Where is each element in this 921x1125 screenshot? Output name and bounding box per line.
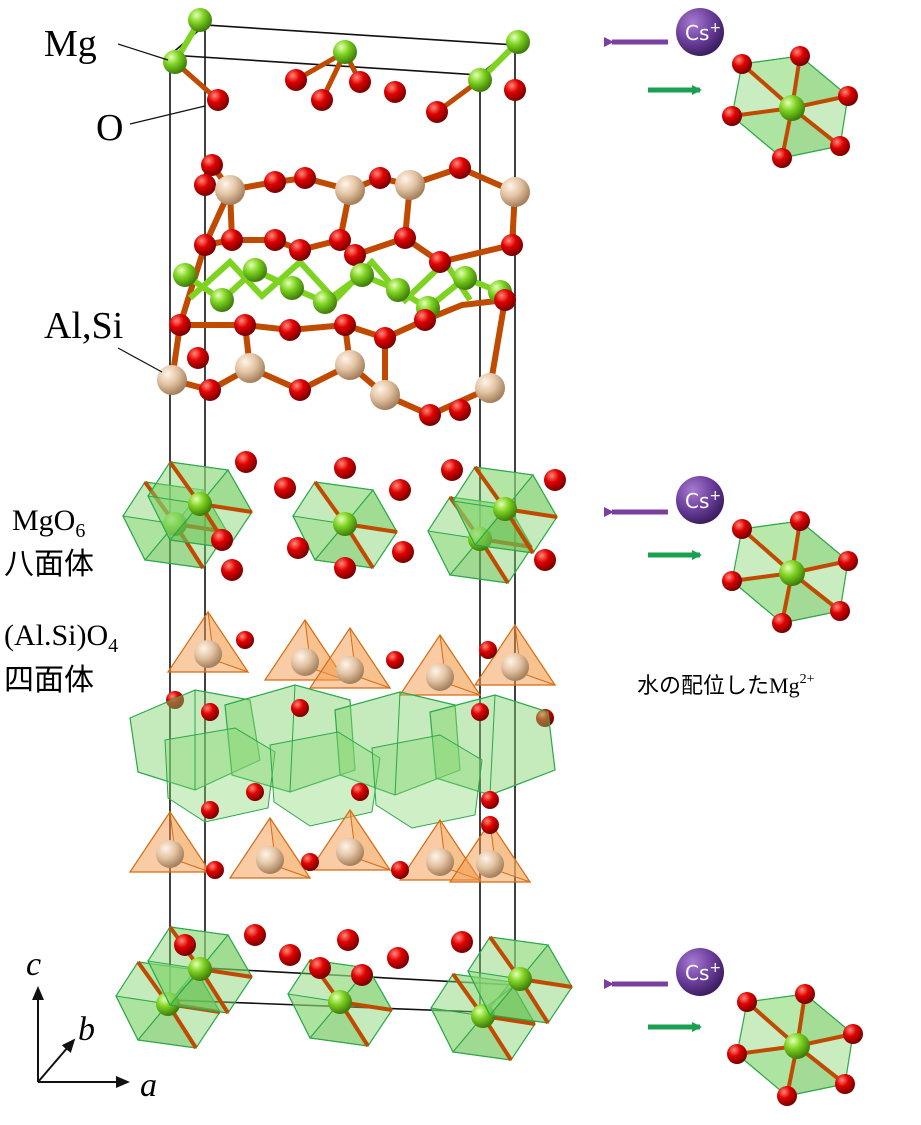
exchange-top: Cs+ (604, 8, 860, 170)
tetrahedron-formula: (Al.Si)O4 (4, 619, 118, 657)
label-al-si: Al,Si (44, 305, 123, 347)
top-mgo-layer (163, 8, 530, 123)
svg-text:Cs+: Cs+ (685, 488, 721, 513)
label-o: O (96, 107, 123, 149)
hydrated-mg-cluster (725, 982, 865, 1108)
lower-silicate-layer (129, 611, 556, 883)
tetrahedron-name: 四面体 (4, 663, 94, 698)
cesium-ion-icon (676, 948, 724, 996)
axis-label-c: c (26, 946, 41, 983)
exchange-bottom: Cs+ (604, 948, 865, 1108)
svg-text:Cs+: Cs+ (685, 20, 721, 45)
tetrahedron-legend: (Al.Si)O4 四面体 (4, 619, 118, 698)
cesium-ion-icon (676, 8, 724, 56)
hydrated-mg-caption: 水の配位したMg2+ (637, 672, 815, 699)
upper-silicate-layer (157, 154, 530, 426)
middle-octahedra-layer (121, 451, 566, 585)
axis-label-a: a (140, 1067, 157, 1104)
octahedron-legend: MgO6 八面体 (4, 504, 94, 582)
hydrated-mg-cluster (720, 44, 860, 170)
label-mg: Mg (44, 23, 97, 65)
axis-label-b: b (78, 1011, 95, 1048)
svg-text:Cs+: Cs+ (685, 960, 721, 985)
atom-labels: Mg O Al,Si (44, 23, 206, 373)
octahedron-name: 八面体 (4, 547, 94, 582)
hydrated-mg-cluster (720, 509, 860, 635)
exchange-middle: Cs+ 水の配位したMg2+ (604, 476, 860, 699)
bottom-octahedra-layer (114, 924, 574, 1062)
cesium-ion-icon (676, 476, 724, 524)
octahedron-formula: MgO6 (12, 504, 85, 542)
axis-indicator: c b a (26, 946, 157, 1104)
